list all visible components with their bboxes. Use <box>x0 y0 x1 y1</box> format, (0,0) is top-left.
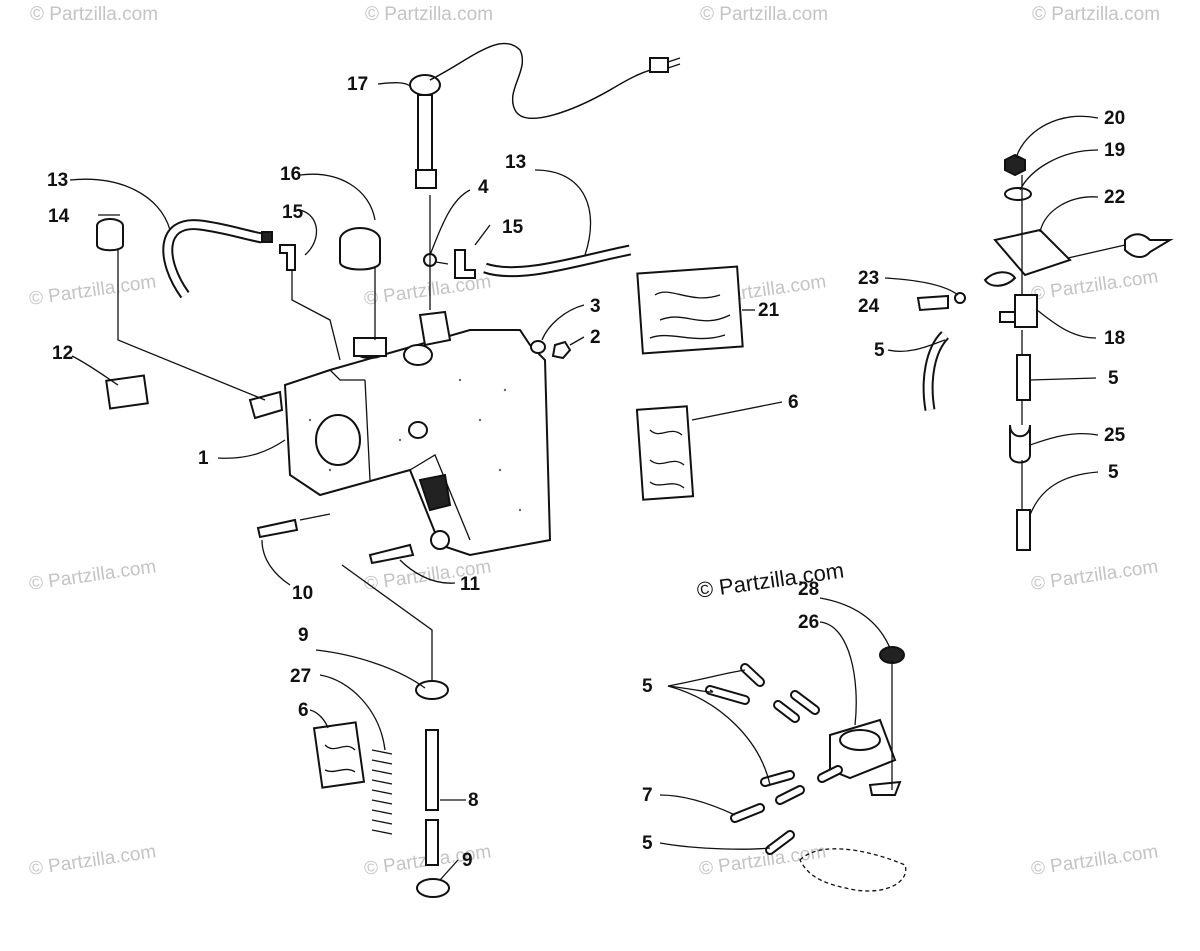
callout-14: 14 <box>48 206 70 227</box>
tube-and-clamps-illustration <box>415 680 450 898</box>
callout-1: 1 <box>198 448 209 469</box>
callout-6: 6 <box>788 392 799 413</box>
callout-28: 28 <box>798 579 819 600</box>
fuel-valve-assembly-illustration <box>916 153 1174 551</box>
callout-12: 12 <box>52 343 73 364</box>
callout-3: 3 <box>590 296 601 317</box>
watermark: © Partzilla.com <box>28 556 158 595</box>
callout-9: 9 <box>462 850 473 871</box>
fittings-bottom-illustration <box>256 518 415 565</box>
callout-19: 19 <box>1104 140 1125 161</box>
elbow-fittings-illustration <box>279 244 476 279</box>
watermark: © Partzilla.com <box>698 841 828 880</box>
callout-22: 22 <box>1104 187 1125 208</box>
callout-23: 23 <box>858 268 879 289</box>
callout-21: 21 <box>758 300 780 321</box>
callout-27: 27 <box>290 666 311 687</box>
callout-18: 18 <box>1104 328 1125 349</box>
watermark: © Partzilla.com <box>1030 556 1160 595</box>
callout-26: 26 <box>798 612 819 633</box>
callout-17: 17 <box>347 74 368 95</box>
hose-left-illustration <box>96 218 273 299</box>
callout-2: 2 <box>590 327 601 348</box>
callout-5: 5 <box>1108 368 1119 389</box>
hose-right-illustration <box>483 244 632 278</box>
callout-25: 25 <box>1104 425 1126 446</box>
callout-4: 4 <box>478 177 489 198</box>
copyright-label: © Partzilla.com <box>695 558 845 603</box>
callout-13: 13 <box>47 170 68 191</box>
callout-5: 5 <box>874 340 885 361</box>
callouts: 17 16 15 13 14 4 15 13 3 2 12 1 10 11 21… <box>47 74 1126 871</box>
fuel-pump-illustration <box>705 646 907 892</box>
callout-9: 9 <box>298 625 309 646</box>
callout-5: 5 <box>642 833 653 854</box>
callout-7: 7 <box>642 785 653 806</box>
callout-15: 15 <box>282 202 304 223</box>
oil-level-sensor-illustration <box>409 42 681 189</box>
watermark: © Partzilla.com <box>1032 4 1160 25</box>
watermark: © Partzilla.com <box>1030 841 1160 880</box>
callout-13: 13 <box>505 152 526 173</box>
watermark: © Partzilla.com <box>700 4 828 25</box>
callout-24: 24 <box>858 296 880 317</box>
spring-illustration <box>371 749 393 835</box>
oil-tank-illustration <box>248 310 552 557</box>
watermark: © Partzilla.com <box>28 841 158 880</box>
callout-11: 11 <box>460 574 481 595</box>
fasteners-illustration <box>423 253 572 360</box>
callout-5: 5 <box>642 676 653 697</box>
watermark: © Partzilla.com <box>30 4 158 25</box>
callout-10: 10 <box>292 583 313 604</box>
decal-illustration <box>105 374 149 410</box>
callout-15: 15 <box>502 217 524 238</box>
callout-6: 6 <box>298 700 309 721</box>
callout-5: 5 <box>1108 462 1119 483</box>
watermark: © Partzilla.com <box>365 4 493 25</box>
callout-8: 8 <box>468 790 479 811</box>
tank-cap-illustration <box>339 227 381 271</box>
leader-lines <box>69 82 1126 881</box>
callout-20: 20 <box>1104 108 1125 129</box>
callout-16: 16 <box>280 164 301 185</box>
decals-center-illustration <box>312 265 744 789</box>
watermarks: © Partzilla.com © Partzilla.com © Partzi… <box>28 4 1160 880</box>
watermark: © Partzilla.com <box>1030 266 1160 305</box>
watermark: © Partzilla.com <box>28 271 158 310</box>
